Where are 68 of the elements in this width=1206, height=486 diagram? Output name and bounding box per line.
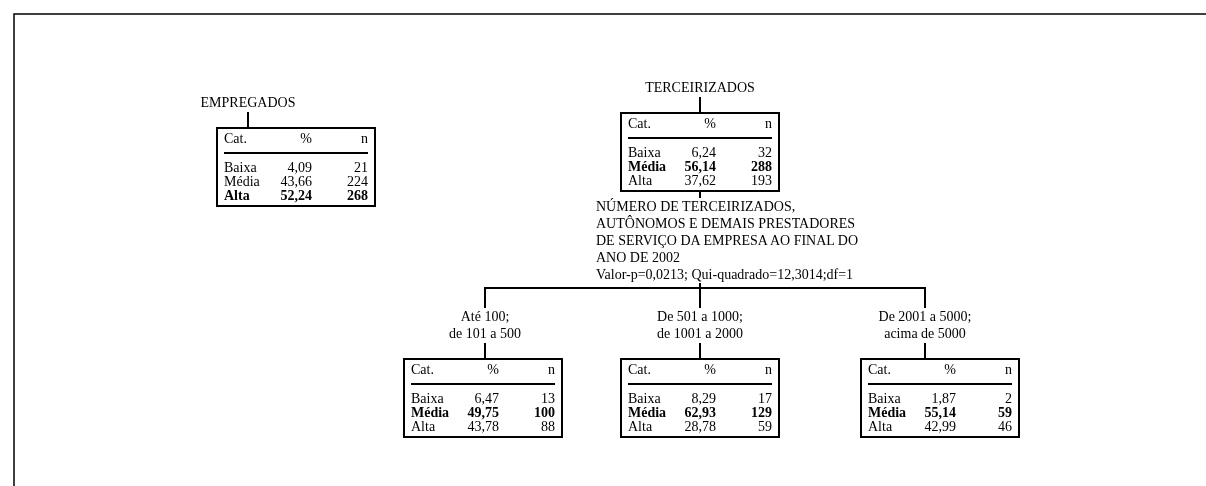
table-cell: 193 [751,173,772,188]
table-cell: 52,24 [280,188,312,203]
table-cell: Baixa [868,391,901,406]
table-cell: Cat. [628,116,651,131]
tree-branch-line [699,191,701,199]
table-cell: 43,78 [467,419,499,434]
table-cell: 129 [751,405,772,420]
table-cell: 288 [751,159,772,174]
table-cell: 4,09 [287,160,312,175]
table-cell: 42,99 [924,419,956,434]
node-heading: EMPREGADOS [199,94,297,111]
table-cell: Média [628,405,667,420]
table-cell: Alta [628,419,653,434]
table-cell: n [765,116,772,131]
table-cell: Alta [628,173,653,188]
table-cell: % [487,362,499,377]
table-cell: 28,78 [684,419,716,434]
table-cell: 21 [354,160,368,175]
table-cell: 43,66 [280,174,312,189]
table-cell: % [300,131,312,146]
table-cell: 17 [758,391,772,406]
table-cell: 59 [758,419,772,434]
table-cell: 59 [998,405,1012,420]
table-cell: 1,87 [931,391,956,406]
table-cell: 49,75 [467,405,499,420]
node-heading: De 2001 a 5000; acima de 5000 [877,308,973,342]
table-cell: Baixa [224,160,257,175]
table-cell: Baixa [628,391,661,406]
node-heading: TERCEIRIZADOS [644,79,756,96]
table-cell: Baixa [628,145,661,160]
table-cell: 2 [1005,391,1012,406]
table-cell: 55,14 [924,405,956,420]
table-cell: Cat. [628,362,651,377]
split-variable-label: NÚMERO DE TERCEIRIZADOS, AUTÔNOMOS E DEMAIS PRESTADORES DE SERVIÇO DA EMPRESA AO FINAL DO ANO DE 2002 [596,198,860,266]
table-cell: 37,62 [684,173,716,188]
table-cell: n [548,362,555,377]
node-heading: Até 100; de 101 a 500 [448,308,522,342]
node-heading: De 501 a 1000; de 1001 a 2000 [656,308,744,342]
table-cell: 6,24 [691,145,716,160]
table-cell: Baixa [411,391,444,406]
test-statistics: Valor-p=0,0213; Qui-quadrado=12,3014;df=1 [596,266,855,283]
table-cell: % [704,362,716,377]
table-cell: Alta [411,419,436,434]
table-cell: Média [868,405,907,420]
table-cell: Média [411,405,450,420]
table-cell: 56,14 [684,159,716,174]
table-cell: 88 [541,419,555,434]
table-cell: 6,47 [474,391,499,406]
table-cell: n [1005,362,1012,377]
table-cell: 32 [758,145,772,160]
table-cell: Cat. [411,362,434,377]
table-cell: 100 [534,405,555,420]
table-cell: Cat. [868,362,891,377]
table-cell: n [361,131,368,146]
table-cell: Média [628,159,667,174]
table-cell: 13 [541,391,555,406]
table-cell: 46 [998,419,1012,434]
table-cell: 224 [347,174,368,189]
table-cell: Alta [224,188,250,203]
table-cell: % [944,362,956,377]
table-cell: % [704,116,716,131]
table-cell: Alta [868,419,893,434]
table-cell: 268 [347,188,368,203]
table-cell: Média [224,174,260,189]
table-cell: n [765,362,772,377]
table-cell: Cat. [224,131,247,146]
table-cell: 8,29 [691,391,716,406]
table-cell: 62,93 [684,405,716,420]
